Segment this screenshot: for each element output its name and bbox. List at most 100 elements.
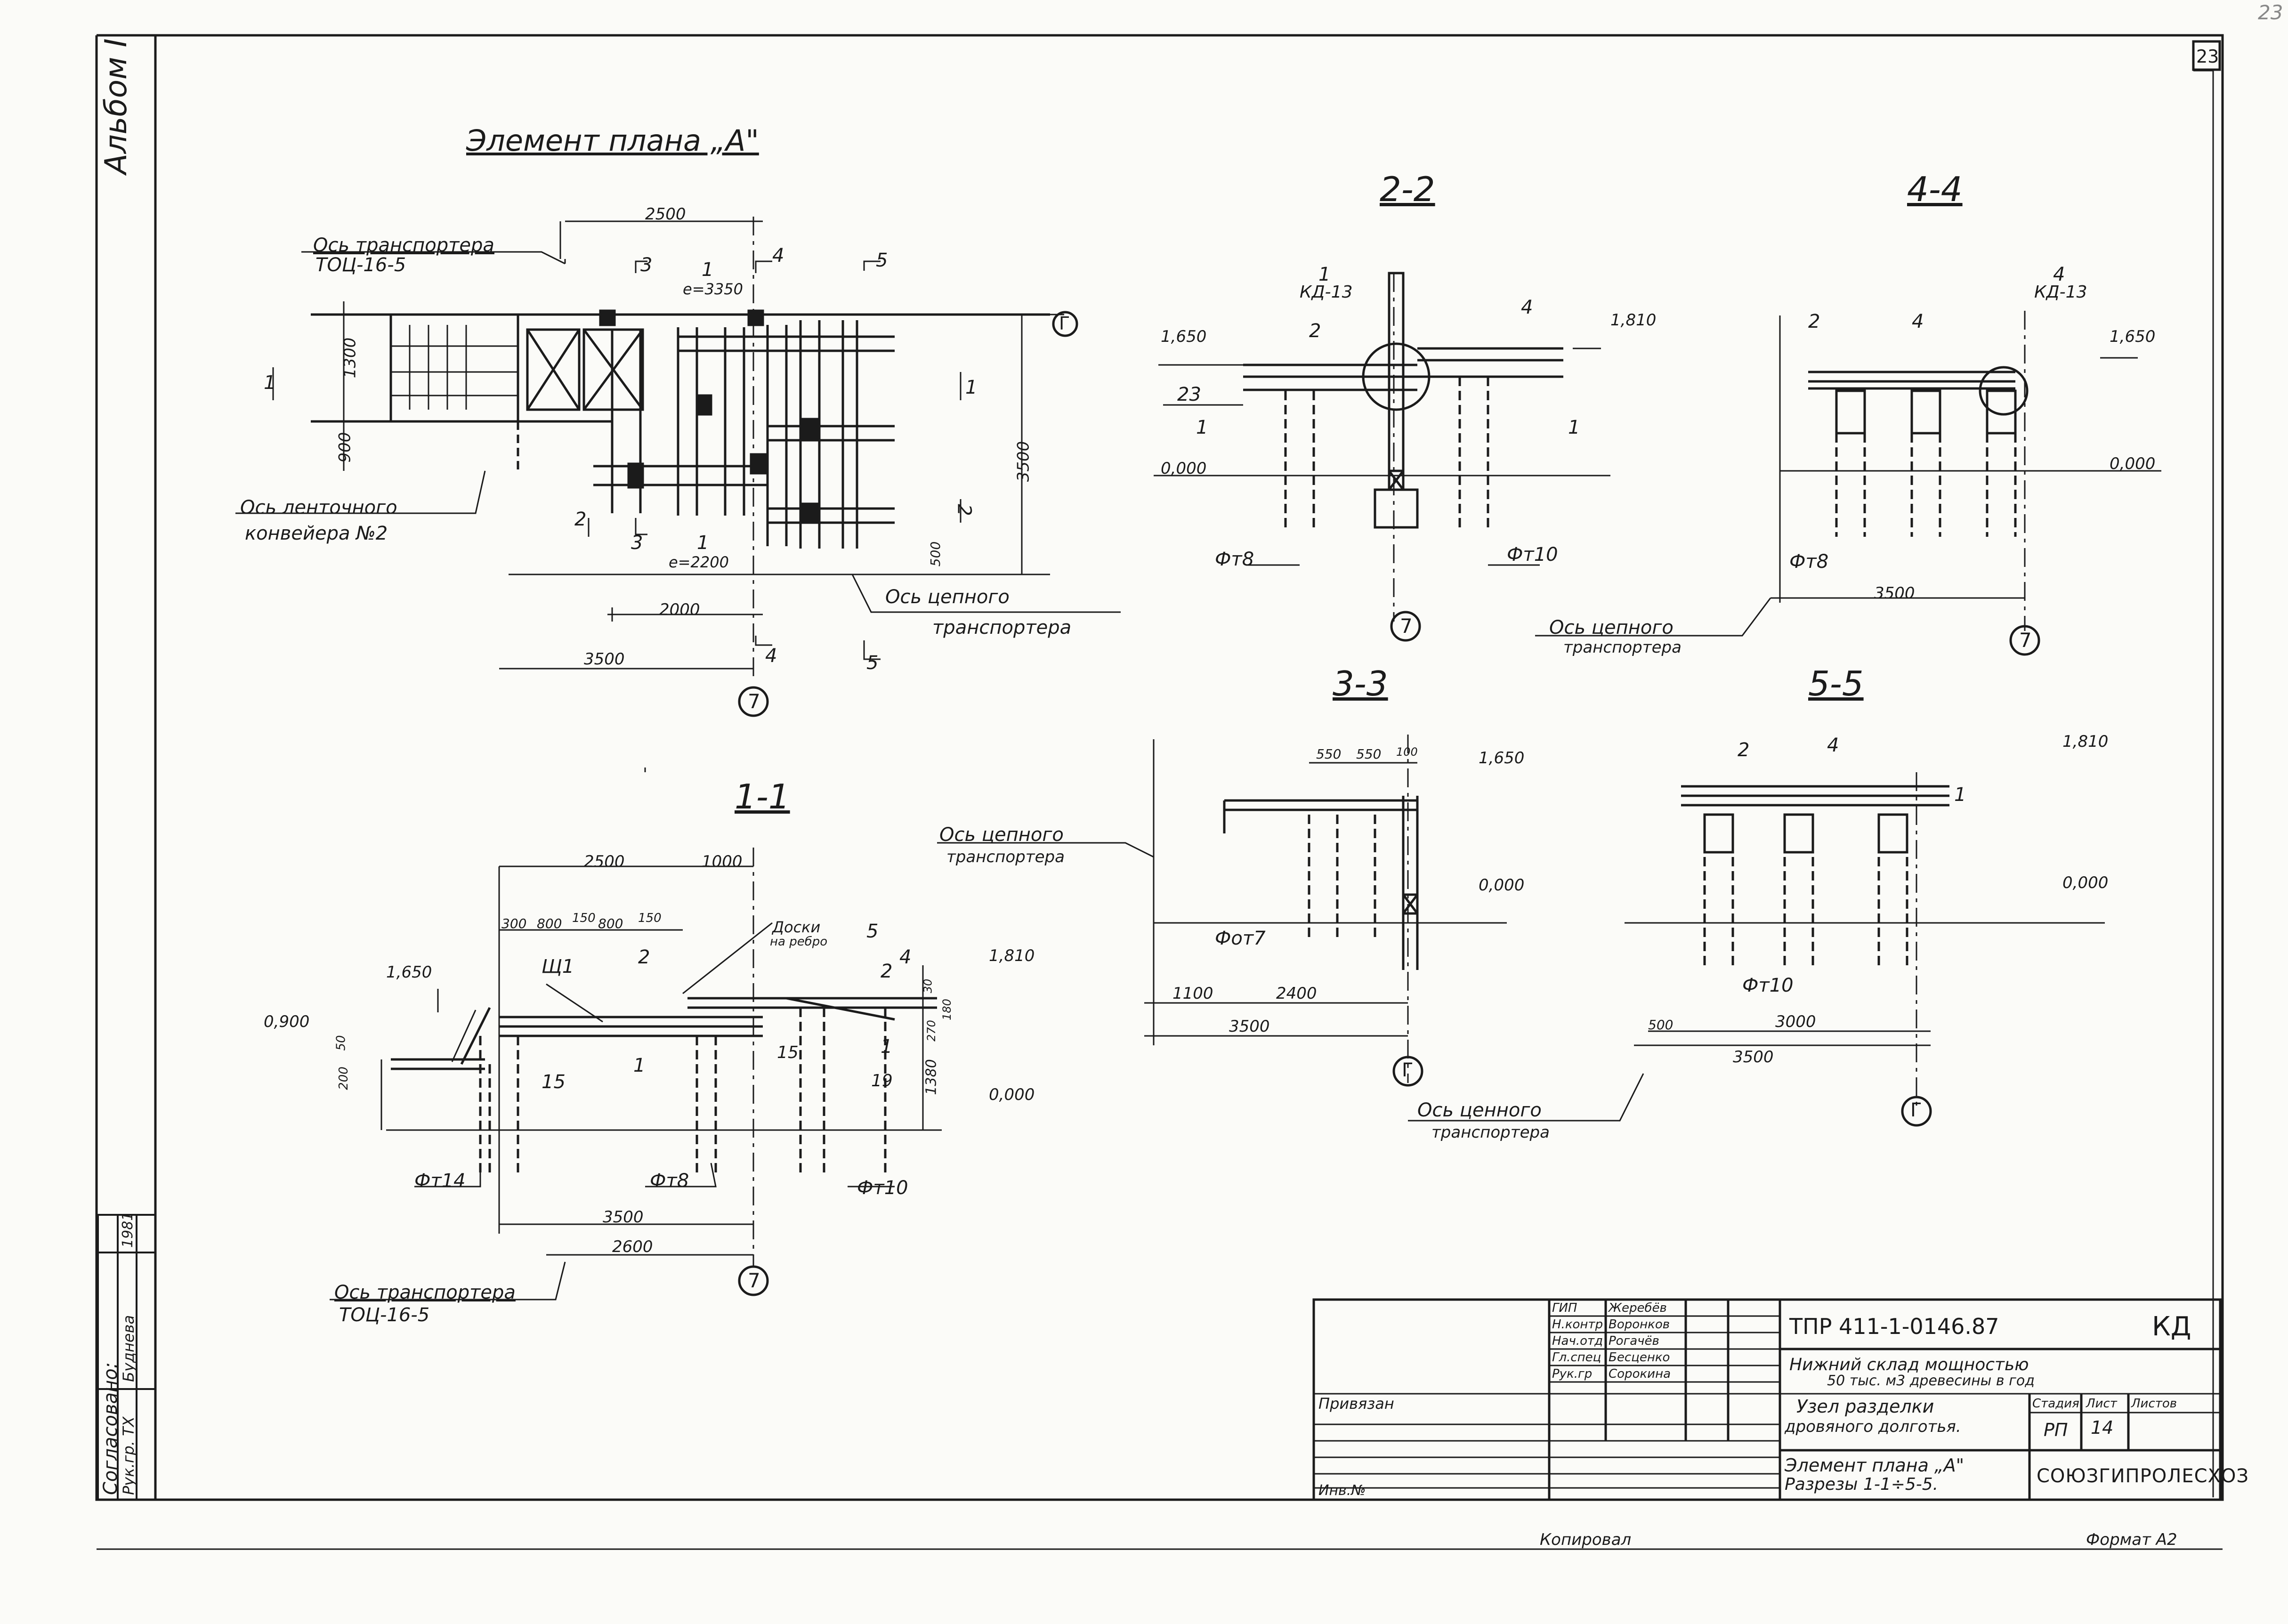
part-label: 23 [1177, 384, 1201, 405]
sec11-dim: 800 [598, 916, 623, 931]
level-mark: 0,000 [2110, 454, 2156, 473]
sec11-dim: 2600 [612, 1237, 653, 1256]
page-mark: 23 [2258, 1, 2283, 24]
sec55-dim: 3500 [1733, 1048, 1774, 1067]
node-line-1: Узел разделки [1796, 1396, 1934, 1417]
part-label: 2 [881, 961, 893, 982]
sec11-dim: 180 [940, 999, 954, 1020]
axis-bubble-G: Г [1910, 1099, 1922, 1121]
sheet-header: Лист [2086, 1397, 2117, 1411]
pile-label: Фт8 [1789, 551, 1829, 573]
sec33-dim: 100 [1396, 745, 1418, 759]
section-4-4-title: 4-4 [1907, 170, 1963, 209]
sec11-dim: 30 [921, 978, 935, 994]
sec55-dim: 500 [1648, 1017, 1674, 1033]
section-mark: 2 [574, 509, 587, 530]
sec44-axis-chain: Ось цепного [1549, 617, 1674, 638]
part-label: 15 [542, 1071, 566, 1093]
part-label: 4 [1912, 311, 1924, 332]
sec11-transporter-model: ТОЦ-16-5 [339, 1304, 430, 1326]
plan-conveyor-name: конвейера №2 [245, 523, 388, 544]
axis-bubble-7: 7 [748, 690, 760, 713]
sec11-dim: 1000 [702, 852, 743, 871]
part-label: 4 [1827, 735, 1839, 756]
part-label: 2 [1309, 320, 1321, 342]
section-mark: 1 [965, 377, 978, 398]
level-mark: 0,000 [2062, 873, 2109, 892]
sec11-dim: 2500 [584, 852, 625, 871]
part-label: 1 [1568, 417, 1580, 438]
pile-label: Фт10 [1742, 975, 1794, 996]
sec33-axis-chain-2: транспортера [946, 848, 1065, 866]
part-label: 1 [1196, 417, 1208, 438]
part-label: 4 [899, 946, 912, 968]
plan-dim: 500 [928, 541, 944, 567]
staff-name: Сорокина [1609, 1367, 1671, 1381]
part-label: 1 [881, 1036, 893, 1058]
plan-dim: е=3350 [683, 280, 743, 298]
sec44-dim: 3500 [1874, 584, 1915, 603]
section-5-5-title: 5-5 [1808, 664, 1864, 703]
part-label: 4 [2053, 264, 2065, 285]
sec11-dim: 150 [572, 911, 596, 925]
level-mark: 1,650 [1479, 749, 1525, 768]
organization-name: СОЮЗГИПРОЛЕСХОЗ [2037, 1465, 2249, 1487]
paper-format: Формат А2 [2086, 1530, 2177, 1549]
part-label: 1 [1954, 784, 1966, 806]
section-mark: 1 [264, 372, 276, 394]
plan-title: Элемент плана „А" [466, 123, 759, 158]
sheet-number-box: 23 [2196, 46, 2219, 67]
part-label: 1 [633, 1055, 646, 1076]
section-mark: 5 [866, 652, 879, 674]
plan-axis-conveyor: Ось ленточного [240, 497, 397, 518]
inventory-label: Инв.№ [1318, 1482, 1366, 1499]
section-mark: 5 [876, 250, 888, 271]
section-3-3-title: 3-3 [1333, 664, 1388, 703]
sheets-header: Листов [2131, 1397, 2177, 1411]
section-mark: 4 [772, 245, 784, 267]
pile-label: Фт10 [857, 1177, 908, 1199]
part-label: 5 [866, 921, 879, 942]
level-mark: 1,810 [989, 946, 1035, 965]
plan-transporter-model: ТОЦ-16-5 [315, 254, 406, 276]
staff-role: Рук.гр [1552, 1367, 1593, 1381]
project-line-1: Нижний склад мощностью [1789, 1355, 2029, 1374]
copied-by: Копировал [1540, 1530, 1632, 1549]
node-line-2: дровяного долготья. [1785, 1417, 1961, 1436]
plan-dim: 2000 [659, 600, 700, 619]
pile-label: Фт14 [414, 1170, 466, 1192]
staff-role: Гл.спец [1552, 1350, 1601, 1365]
sec11-dim: 150 [638, 911, 662, 925]
level-mark: 0,000 [989, 1085, 1035, 1104]
staff-name: Жеребёв [1609, 1301, 1667, 1315]
axis-bubble-7: 7 [2019, 629, 2032, 652]
sec11-dim: 200 [336, 1067, 351, 1090]
plan-axis-chain: Ось цепного [885, 586, 1010, 608]
plan-dim: 2500 [645, 205, 686, 224]
part-label: 1 [1318, 264, 1331, 285]
section-mark: 4 [765, 645, 777, 667]
sec11-dim: 50 [334, 1035, 348, 1051]
sec11-dim: 300 [501, 916, 527, 931]
sec33-dim: 550 [1356, 746, 1382, 762]
sec11-dim: 1380 [923, 1059, 940, 1095]
section-mark: 3 [631, 532, 643, 554]
sheet-title-1: Элемент плана „А" [1785, 1455, 1965, 1476]
pile-label: Фт8 [1215, 549, 1254, 570]
section-2-2-title: 2-2 [1380, 170, 1435, 209]
approvals-year: 1981 [120, 1212, 136, 1248]
sheet-value: 14 [2091, 1417, 2114, 1438]
part-label: 15 [777, 1043, 799, 1062]
sec33-dim: 3500 [1229, 1017, 1270, 1036]
part-label: 19 [871, 1071, 893, 1091]
section-1-1-title: 1-1 [735, 777, 790, 816]
sec55-dim: 3000 [1775, 1012, 1816, 1031]
level-mark: 1,810 [2062, 732, 2109, 751]
part-label: КД-13 [1300, 283, 1353, 302]
part-label: 2 [1738, 739, 1750, 761]
section-mark: 1 [697, 532, 709, 554]
axis-bubble-G: Г [1059, 313, 1070, 334]
boards-note: Доски [772, 918, 821, 936]
section-mark: 2 [953, 504, 975, 516]
staff-role: Нач.отд [1552, 1334, 1603, 1348]
